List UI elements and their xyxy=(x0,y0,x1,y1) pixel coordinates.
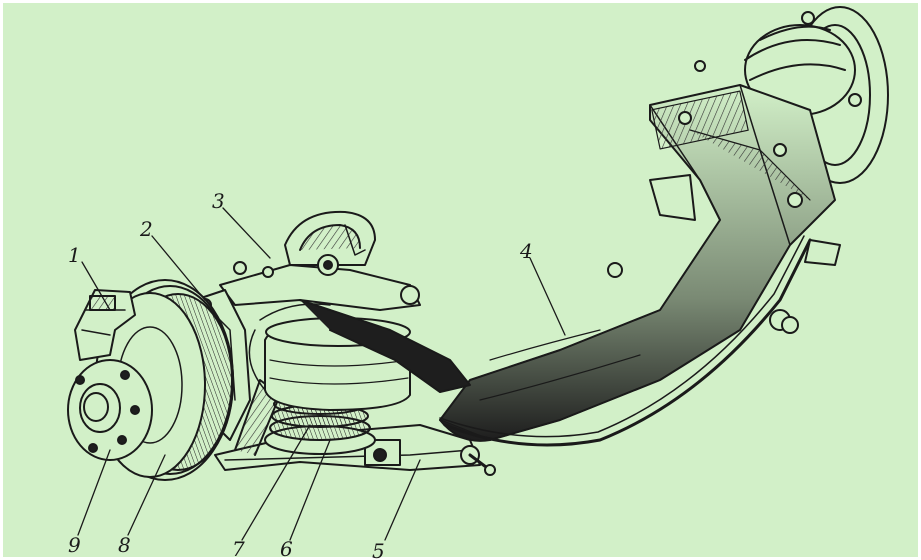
upper-control-arm xyxy=(219,261,471,393)
label-8: 8 xyxy=(118,533,131,557)
label-9: 9 xyxy=(68,533,81,557)
label-5: 5 xyxy=(372,539,385,560)
label-6: 6 xyxy=(280,537,293,560)
stabilizer-bar xyxy=(439,235,841,447)
label-1: 1 xyxy=(68,243,81,267)
far-brake-disc xyxy=(694,6,889,184)
label-3: 3 xyxy=(212,189,225,213)
shock-top-mount xyxy=(284,210,376,276)
label-7: 7 xyxy=(232,537,245,560)
wheel-hub xyxy=(67,359,153,461)
label-4: 4 xyxy=(519,239,533,263)
leader-lines xyxy=(77,207,566,541)
brake-caliper xyxy=(74,289,136,361)
label-2: 2 xyxy=(139,217,153,241)
